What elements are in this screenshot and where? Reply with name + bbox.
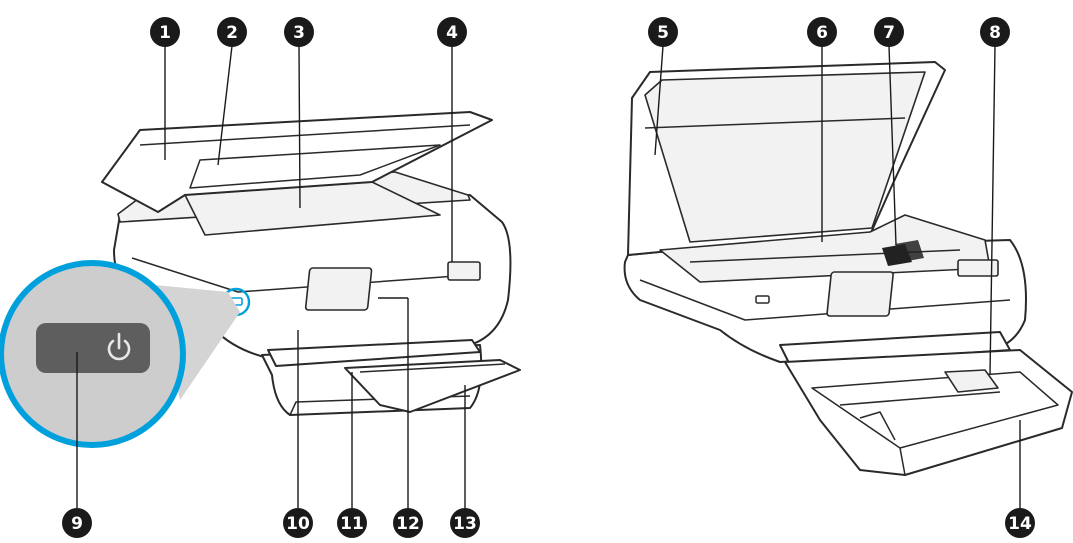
svg-text:12: 12 bbox=[396, 514, 420, 534]
callout-12: 12 bbox=[393, 508, 423, 538]
svg-text:10: 10 bbox=[286, 514, 310, 534]
callout-13: 13 bbox=[450, 508, 480, 538]
svg-text:3: 3 bbox=[293, 23, 305, 43]
leader-lines bbox=[76, 45, 1021, 508]
svg-text:11: 11 bbox=[340, 514, 364, 534]
callout-2: 2 bbox=[217, 17, 247, 47]
callout-8: 8 bbox=[980, 17, 1010, 47]
power-button bbox=[36, 323, 150, 373]
cartridge-carriage bbox=[882, 240, 924, 266]
callout-3: 3 bbox=[284, 17, 314, 47]
callout-5: 5 bbox=[648, 17, 678, 47]
printer-open-view bbox=[623, 61, 1073, 476]
callout-10: 10 bbox=[283, 508, 313, 538]
svg-text:8: 8 bbox=[989, 23, 1001, 43]
callout-9: 9 bbox=[62, 508, 92, 538]
callout-badges: 1 2 3 4 5 6 7 8 bbox=[62, 17, 1035, 538]
svg-text:1: 1 bbox=[159, 23, 171, 43]
callout-7: 7 bbox=[874, 17, 904, 47]
svg-text:13: 13 bbox=[453, 514, 477, 534]
power-icon bbox=[107, 332, 131, 361]
usb-port-outline bbox=[755, 295, 770, 304]
callout-14: 14 bbox=[1005, 508, 1035, 538]
callout-11: 11 bbox=[337, 508, 367, 538]
callout-1: 1 bbox=[150, 17, 180, 47]
svg-text:7: 7 bbox=[883, 23, 895, 43]
svg-text:14: 14 bbox=[1008, 514, 1032, 534]
svg-text:9: 9 bbox=[71, 514, 83, 534]
callout-6: 6 bbox=[807, 17, 837, 47]
callout-4: 4 bbox=[437, 17, 467, 47]
svg-text:5: 5 bbox=[657, 23, 669, 43]
svg-text:2: 2 bbox=[226, 23, 238, 43]
svg-text:4: 4 bbox=[446, 23, 458, 43]
svg-text:6: 6 bbox=[816, 23, 828, 43]
power-button-zoom bbox=[0, 260, 240, 448]
paper-tray bbox=[784, 349, 1073, 476]
